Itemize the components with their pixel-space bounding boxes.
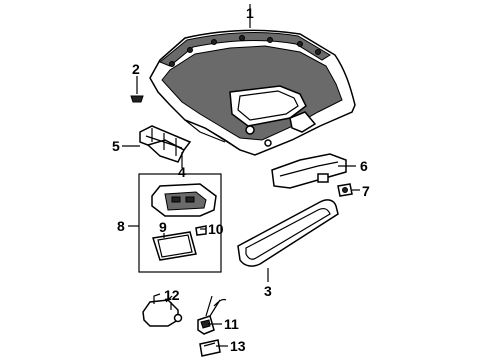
clip-part bbox=[130, 95, 144, 103]
lamp-part bbox=[197, 295, 227, 335]
callout-7: 7 bbox=[362, 183, 370, 199]
callout-5: 5 bbox=[112, 138, 120, 154]
lamp-housing-part bbox=[142, 293, 183, 327]
lens-part bbox=[199, 339, 221, 357]
visor-clip-part bbox=[337, 183, 353, 197]
callout-11: 11 bbox=[224, 316, 239, 332]
headliner-part bbox=[149, 29, 356, 156]
callouts: 1 2 3 4 5 6 7 8 9 10 11 12 13 bbox=[112, 5, 370, 354]
callout-4: 4 bbox=[178, 164, 186, 180]
seal-part bbox=[237, 199, 339, 267]
callout-13: 13 bbox=[230, 338, 246, 354]
sun-visor-part bbox=[271, 153, 347, 189]
callout-6: 6 bbox=[360, 158, 368, 174]
callout-8: 8 bbox=[117, 218, 125, 234]
callout-2: 2 bbox=[132, 61, 140, 77]
callout-1: 1 bbox=[246, 5, 254, 21]
leader-lines bbox=[122, 4, 360, 347]
callout-10: 10 bbox=[208, 221, 224, 237]
map-lamp-group bbox=[138, 173, 222, 273]
callout-3: 3 bbox=[264, 283, 272, 299]
callout-9: 9 bbox=[159, 219, 167, 235]
bracket-part bbox=[139, 125, 192, 163]
callout-12: 12 bbox=[164, 287, 180, 303]
